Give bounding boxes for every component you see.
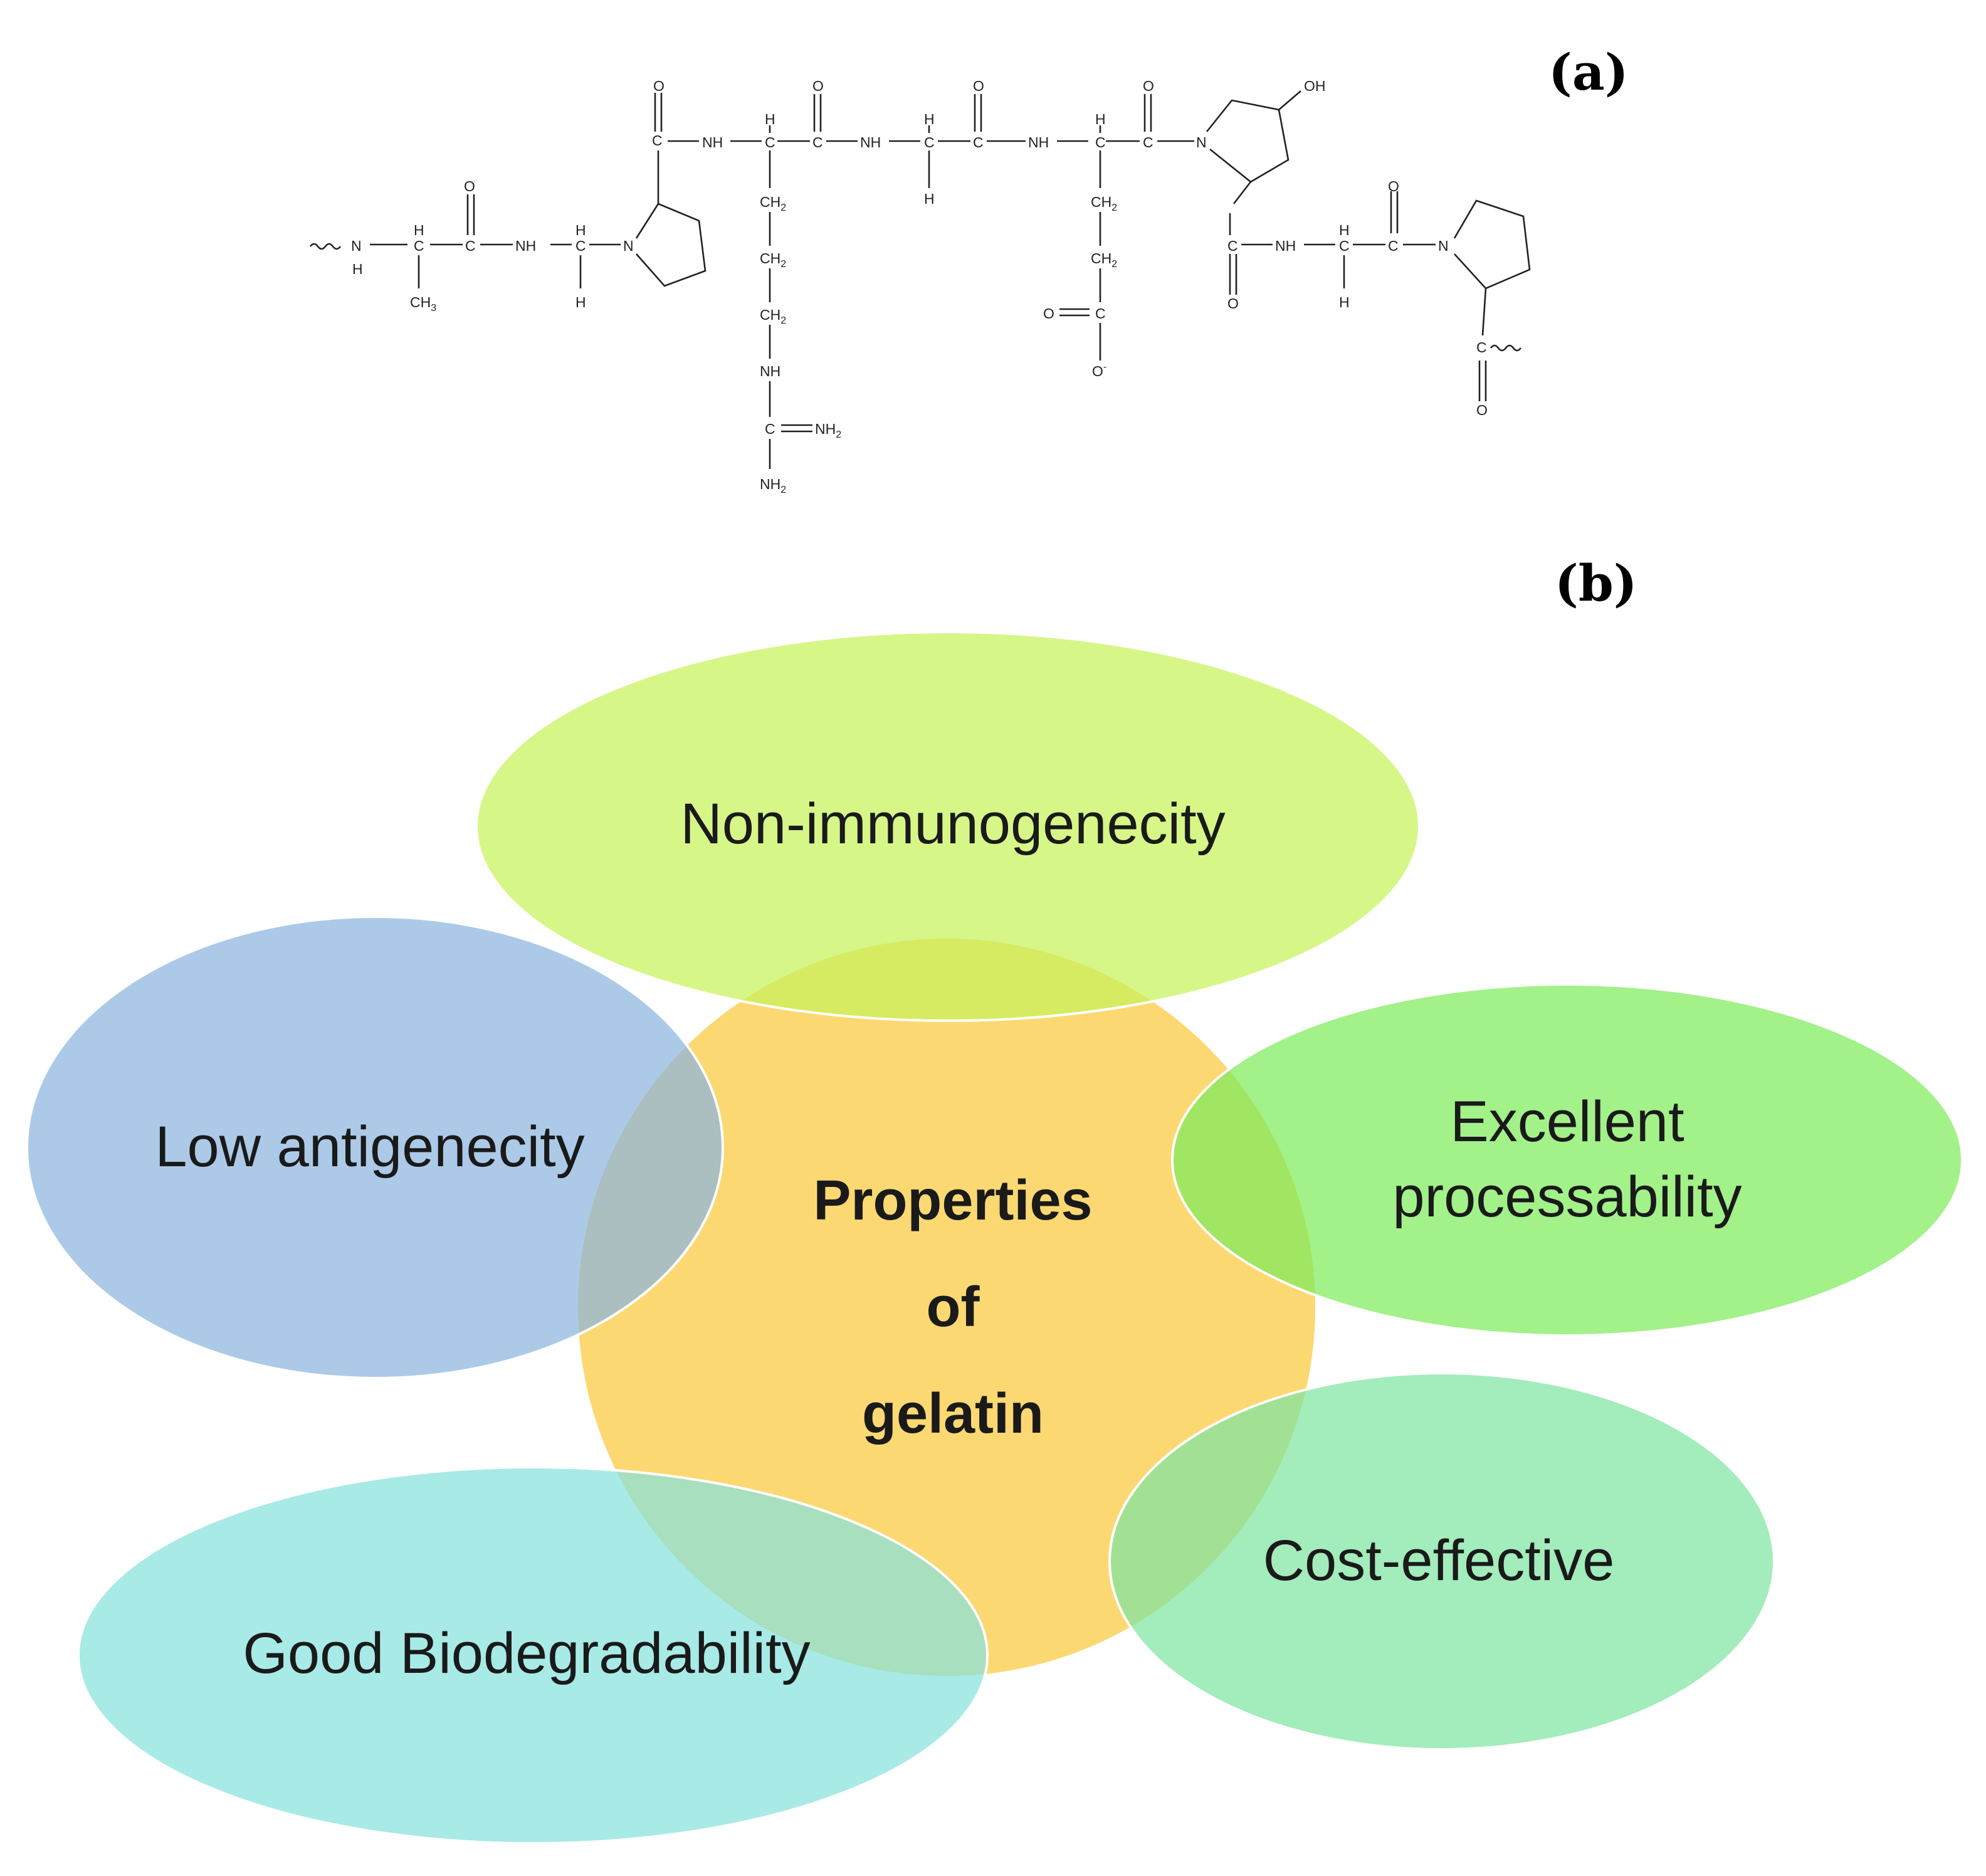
atom-oh: OH bbox=[1304, 78, 1326, 94]
atom-c: C bbox=[1339, 238, 1350, 254]
atom-c: C bbox=[973, 134, 984, 150]
label-line: Non-immunogenecity bbox=[680, 792, 1225, 856]
atom-c: C bbox=[765, 421, 775, 437]
atom-h: H bbox=[1339, 222, 1350, 238]
atom-labels: N H H C CH3 C O NH H C H N C O NH H C C … bbox=[351, 78, 1488, 495]
label-line: Cost-effective bbox=[1263, 1529, 1615, 1593]
atom-h: H bbox=[765, 111, 775, 127]
chemical-bonds bbox=[309, 90, 1531, 469]
label-line: Low antigenecity bbox=[155, 1115, 584, 1179]
atom-o: O bbox=[1227, 295, 1239, 312]
chain-end-wave bbox=[1490, 344, 1522, 352]
atom-o-minus: O- bbox=[1092, 362, 1106, 379]
atom-o: O bbox=[973, 78, 984, 94]
excellent-processability-label: Excellent processability bbox=[1392, 1090, 1742, 1229]
atom-nh: NH bbox=[760, 363, 780, 379]
atom-c: C bbox=[1095, 134, 1106, 150]
non-immunogenecity-label: Non-immunogenecity bbox=[680, 792, 1225, 856]
panel-label-a: (a) bbox=[1548, 43, 1629, 102]
atom-h: H bbox=[1095, 111, 1106, 127]
excellent-processability-ellipse bbox=[1171, 983, 1963, 1337]
atom-n: N bbox=[1438, 238, 1449, 254]
cost-effective-ellipse bbox=[1108, 1372, 1775, 1751]
atom-o: O bbox=[1043, 305, 1054, 322]
atom-o: O bbox=[653, 78, 665, 94]
atom-o: O bbox=[1143, 78, 1154, 94]
low-antigenecity-ellipse bbox=[26, 915, 724, 1379]
atom-o: O bbox=[812, 78, 824, 94]
atom-h: H bbox=[575, 222, 586, 238]
good-biodegradability-ellipse bbox=[77, 1466, 989, 1845]
atom-c: C bbox=[812, 134, 823, 150]
atom-h: H bbox=[352, 261, 363, 277]
gelatin-chemical-structure: N H H C CH3 C O NH H C H N C O NH H C C … bbox=[309, 78, 1531, 495]
atom-n: N bbox=[623, 238, 634, 254]
atom-nh: NH bbox=[702, 134, 723, 150]
atom-h: H bbox=[924, 191, 935, 207]
atom-nh: NH bbox=[1275, 238, 1296, 254]
atom-h: H bbox=[924, 111, 935, 127]
low-antigenecity-label: Low antigenecity bbox=[155, 1115, 584, 1179]
label-line: Properties bbox=[813, 1169, 1092, 1232]
atom-o: O bbox=[1476, 402, 1488, 418]
atom-o: O bbox=[464, 178, 475, 194]
panel-label-b: (b) bbox=[1555, 554, 1637, 613]
atom-c: C bbox=[1095, 305, 1106, 322]
chain-start-wave bbox=[309, 243, 342, 250]
atom-c: C bbox=[465, 238, 476, 254]
atom-o: O bbox=[1388, 178, 1399, 194]
atom-nh: NH bbox=[1028, 134, 1049, 150]
label-line: Excellent bbox=[1450, 1090, 1684, 1154]
atom-h: H bbox=[414, 222, 424, 238]
label-line: processability bbox=[1392, 1165, 1742, 1229]
atom-c: C bbox=[652, 132, 663, 149]
atom-n: N bbox=[351, 238, 362, 254]
atom-c: C bbox=[1476, 339, 1487, 356]
good-biodegradability-label: Good Biodegradability bbox=[243, 1621, 810, 1685]
atom-c: C bbox=[414, 238, 424, 254]
atom-c: C bbox=[1143, 134, 1153, 150]
atom-h: H bbox=[1339, 294, 1350, 310]
atom-nh: NH bbox=[860, 134, 881, 150]
atom-h: H bbox=[575, 294, 586, 310]
label-line: Good Biodegradability bbox=[243, 1621, 810, 1685]
atom-c: C bbox=[1227, 238, 1238, 254]
cost-effective-label: Cost-effective bbox=[1263, 1529, 1615, 1593]
atom-n: N bbox=[1196, 134, 1207, 150]
center-label: Properties of gelatin bbox=[813, 1169, 1092, 1445]
atom-nh: NH bbox=[515, 238, 536, 254]
label-line: gelatin bbox=[862, 1383, 1044, 1445]
atom-c: C bbox=[765, 134, 775, 150]
label-line: of bbox=[927, 1276, 980, 1339]
non-immunogenecity-ellipse bbox=[475, 631, 1421, 1022]
atom-c: C bbox=[924, 134, 935, 150]
atom-c: C bbox=[575, 238, 586, 254]
atom-c: C bbox=[1388, 238, 1399, 254]
